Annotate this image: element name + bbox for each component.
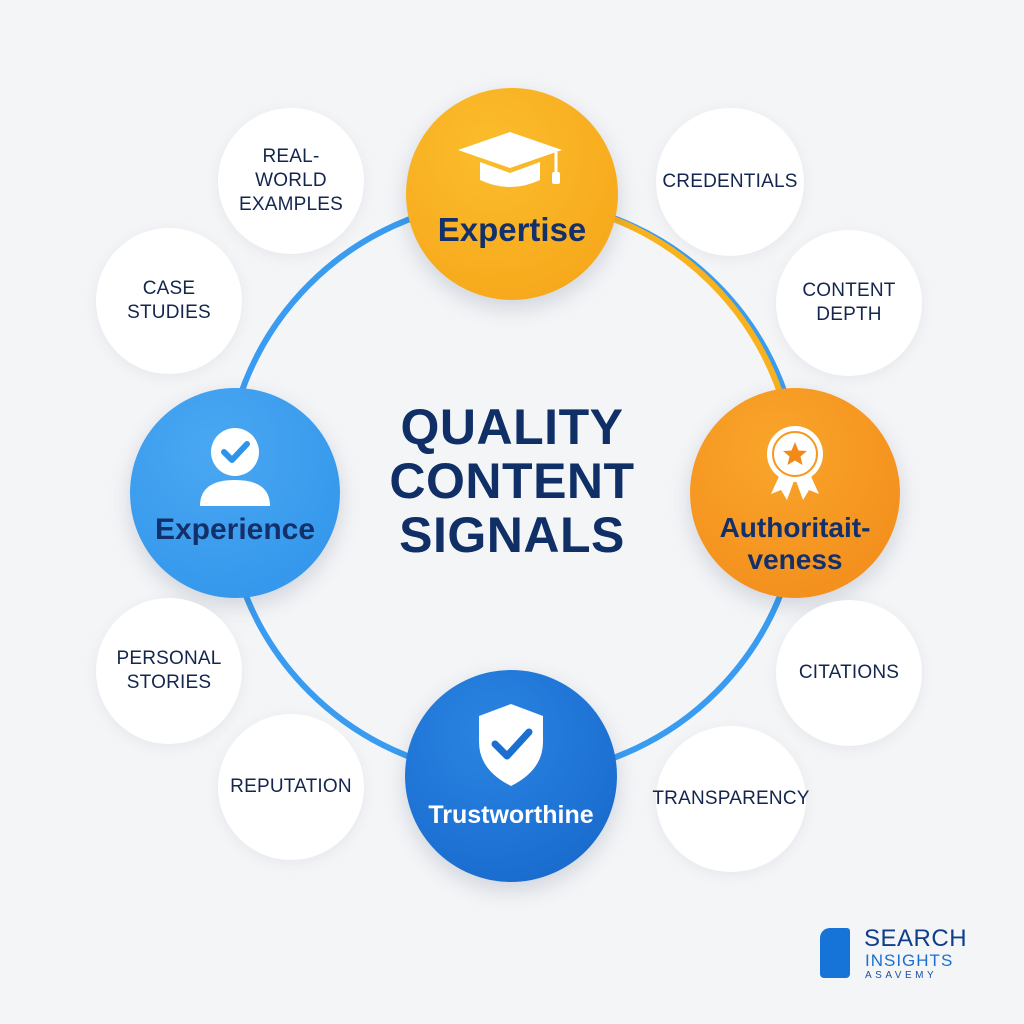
signal-label: PERSONAL STORIES xyxy=(116,648,222,693)
pillar-label: Authoritait- veness xyxy=(719,512,871,575)
brand-mark-icon xyxy=(820,928,850,978)
signal-transparency: TRANSPARENCY xyxy=(652,726,809,872)
ring-arc-gold xyxy=(599,211,791,421)
signal-label: REPUTATION xyxy=(230,776,352,797)
signal-credentials: CREDENTIALS xyxy=(656,108,804,256)
brand-logo: SEARCH INSIGHTS ASAVEMY xyxy=(818,926,978,986)
brand-name-secondary: INSIGHTS xyxy=(865,951,954,970)
signal-reputation: REPUTATION xyxy=(218,714,364,860)
signal-personal-stories: PERSONAL STORIES xyxy=(96,598,242,744)
pillar-expertise: Expertise xyxy=(406,88,618,300)
pillar-label: Experience xyxy=(154,513,316,546)
award-badge-icon xyxy=(755,422,835,509)
user-check-icon xyxy=(190,422,280,517)
signal-case-studies: CASE STUDIES xyxy=(96,228,242,374)
pillar-authoritativeness: Authoritait- veness xyxy=(690,388,900,598)
signal-content-depth: CONTENT DEPTH xyxy=(776,230,922,376)
center-title-line: QUALITY xyxy=(400,399,624,455)
pillar-experience: Experience xyxy=(130,388,340,598)
pillar-trustworthiness: Trustworthine xyxy=(405,670,617,882)
pillar-label: Trustworthine xyxy=(428,801,594,829)
signal-citations: CITATIONS xyxy=(776,600,922,746)
signal-real-world-examples: REAL- WORLD EXAMPLES xyxy=(218,108,364,254)
signal-label: CITATIONS xyxy=(798,662,900,683)
brand-tagline: ASAVEMY xyxy=(865,970,938,981)
shield-check-icon xyxy=(471,700,551,795)
center-title-line: CONTENT xyxy=(389,453,635,509)
signal-label: TRANSPARENCY xyxy=(652,788,810,809)
signal-label: CASE STUDIES xyxy=(127,278,211,323)
center-title: QUALITY CONTENT SIGNALS xyxy=(362,400,662,562)
signal-label: REAL- WORLD EXAMPLES xyxy=(238,146,344,215)
pillar-label: Expertise xyxy=(437,211,587,248)
graduation-cap-icon xyxy=(452,128,572,205)
signal-label: CREDENTIALS xyxy=(662,171,798,192)
center-title-line: SIGNALS xyxy=(399,507,625,563)
brand-name: SEARCH xyxy=(864,925,968,952)
signal-label: CONTENT DEPTH xyxy=(802,280,896,325)
